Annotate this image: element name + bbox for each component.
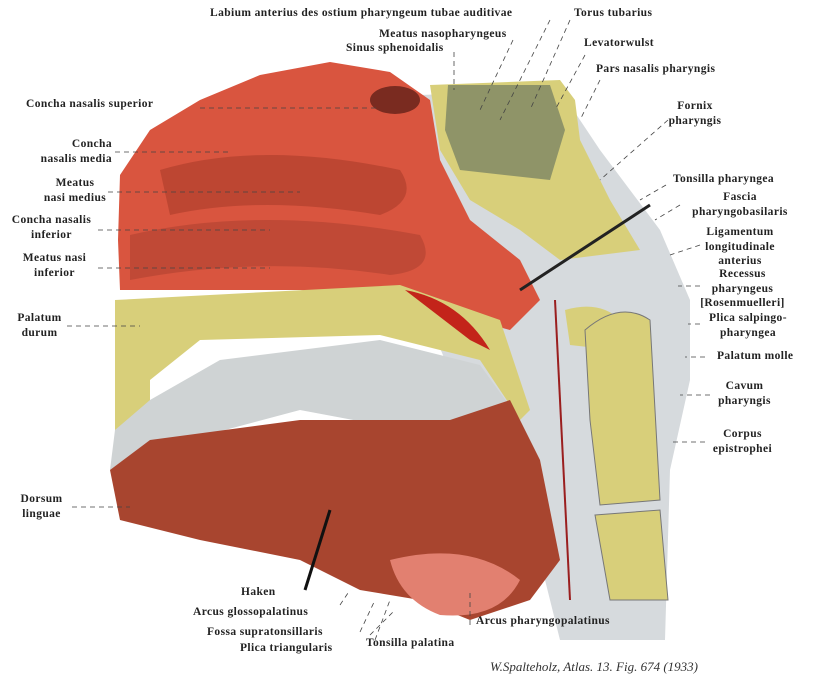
label-line: nasalis media bbox=[40, 152, 112, 165]
label-line: nasi medius bbox=[43, 191, 107, 204]
label-line: Corpus bbox=[723, 428, 762, 440]
label-ligamentum-longitudinale: Ligamentum longitudinale anterius bbox=[700, 225, 780, 269]
label-dorsum-linguae: Dorsum linguae bbox=[14, 492, 69, 521]
label-line: Recessus bbox=[719, 268, 766, 280]
label-meatus-nasopharyngeus: Meatus nasopharyngeus bbox=[379, 28, 507, 40]
label-line: Ligamentum bbox=[706, 226, 774, 238]
label-pars-nasalis: Pars nasalis pharyngis bbox=[596, 63, 716, 75]
label-line: Concha bbox=[71, 138, 112, 150]
label-tonsilla-palatina: Tonsilla palatina bbox=[366, 637, 455, 649]
label-line: pharyngeus bbox=[711, 282, 774, 295]
label-fascia-pharyngobasilaris: Fascia pharyngobasilaris bbox=[685, 190, 795, 219]
label-line: Concha nasalis bbox=[11, 214, 92, 226]
label-arcus-glossopalatinus: Arcus glossopalatinus bbox=[193, 606, 309, 618]
label-concha-media: Concha nasalis media bbox=[41, 137, 112, 166]
label-line: inferior bbox=[31, 228, 72, 241]
label-meatus-medius: Meatus nasi medius bbox=[40, 176, 110, 205]
label-plica-triangularis: Plica triangularis bbox=[240, 642, 333, 654]
label-line: epistrophei bbox=[712, 442, 773, 455]
label-palatum-molle: Palatum molle bbox=[717, 350, 794, 362]
tonsilla-palatina-region bbox=[390, 553, 520, 616]
label-levatorwulst: Levatorwulst bbox=[584, 37, 654, 49]
concha-superior bbox=[370, 86, 420, 114]
label-cavum-pharyngis: Cavum pharyngis bbox=[712, 379, 777, 408]
label-labium-anterius: Labium anterius des ostium pharyngeum tu… bbox=[210, 7, 513, 19]
label-concha-superior: Concha nasalis superior bbox=[26, 98, 154, 110]
label-corpus-epistrophei: Corpus epistrophei bbox=[705, 427, 780, 456]
label-palatum-durum: Palatum durum bbox=[12, 311, 67, 340]
label-line: anterius bbox=[718, 255, 762, 267]
label-fornix-pharyngis: Fornix pharyngis bbox=[660, 99, 730, 128]
label-line: Meatus nasi bbox=[22, 252, 87, 264]
label-torus-tubarius: Torus tubarius bbox=[574, 7, 653, 19]
label-line: pharyngea bbox=[720, 326, 776, 339]
leader-lines bbox=[67, 19, 710, 641]
palatum-mucosa bbox=[405, 290, 490, 350]
figure-credit: W.Spalteholz, Atlas. 13. Fig. 674 (1933) bbox=[490, 659, 698, 674]
label-line: [Rosenmuelleri] bbox=[700, 297, 785, 309]
palatum-durum-bone bbox=[115, 285, 530, 430]
haken-hook bbox=[303, 509, 332, 591]
corpus-epistrophei bbox=[584, 311, 661, 506]
label-line: Plica salpingo- bbox=[709, 312, 787, 324]
label-tonsilla-pharyngea: Tonsilla pharyngea bbox=[673, 173, 775, 185]
concha-media bbox=[160, 155, 407, 215]
label-haken: Haken bbox=[241, 586, 276, 598]
label-meatus-inferior: Meatus nasi inferior bbox=[12, 251, 97, 280]
label-line: Fascia bbox=[723, 191, 757, 203]
label-line: Cavum bbox=[725, 380, 764, 392]
label-recessus-pharyngeus: Recessus pharyngeus [Rosenmuelleri] bbox=[695, 267, 790, 311]
vertebra-lower bbox=[594, 509, 669, 601]
label-arcus-pharyngopalatinus: Arcus pharyngopalatinus bbox=[476, 615, 610, 627]
label-line: inferior bbox=[34, 266, 75, 279]
probe bbox=[519, 203, 651, 292]
label-line: pharyngis bbox=[718, 394, 771, 407]
label-line: Fornix bbox=[677, 100, 713, 112]
sinus-sphenoidalis bbox=[445, 85, 565, 180]
label-line: pharyngis bbox=[668, 114, 722, 127]
label-plica-salpingopharyngea: Plica salpingo-pharyngea bbox=[698, 311, 798, 340]
label-sinus-sphenoidalis: Sinus sphenoidalis bbox=[346, 42, 444, 54]
label-concha-inferior: Concha nasalis inferior bbox=[4, 213, 99, 242]
label-line: Meatus bbox=[55, 177, 95, 189]
oral-cavity bbox=[110, 340, 520, 470]
label-line: durum bbox=[21, 326, 58, 339]
label-line: longitudinale bbox=[705, 240, 775, 253]
label-line: pharyngobasilaris bbox=[692, 205, 788, 218]
concha-inferior bbox=[130, 220, 426, 280]
label-line: Dorsum bbox=[20, 493, 63, 505]
label-fossa-supratonsillaris: Fossa supratonsillaris bbox=[207, 626, 323, 638]
label-line: Palatum bbox=[17, 312, 62, 324]
red-vessel bbox=[554, 299, 571, 601]
label-line: linguae bbox=[22, 507, 61, 520]
